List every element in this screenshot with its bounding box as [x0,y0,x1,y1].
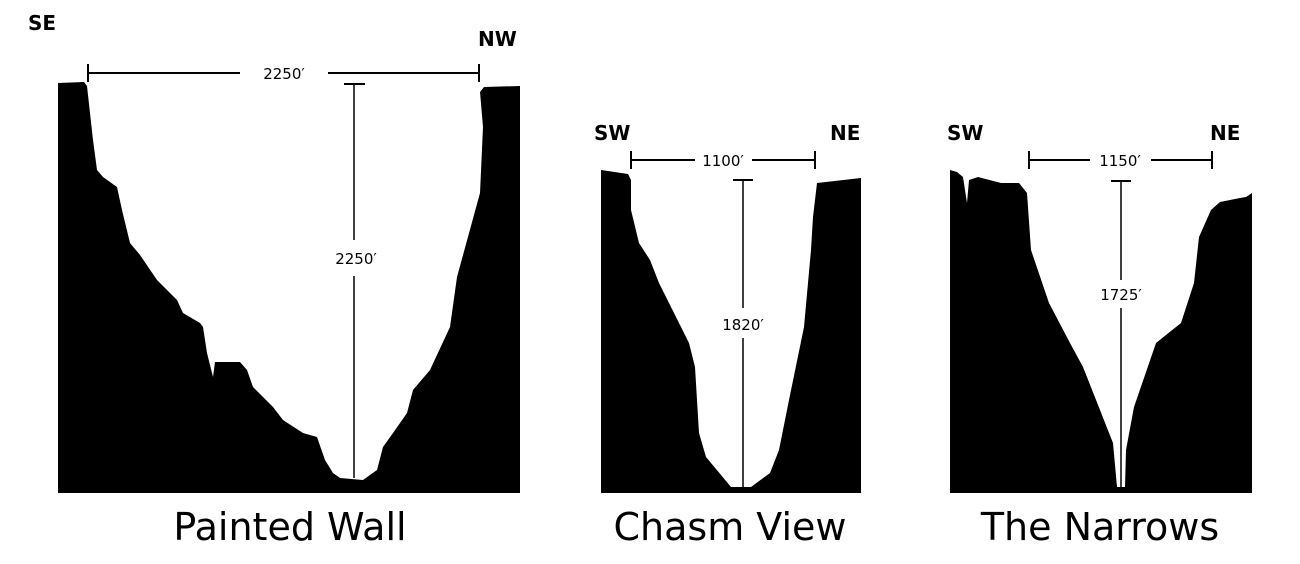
depth-dimension: 1725′ [1100,180,1142,487]
depth-label: 1725′ [1100,286,1142,304]
direction-label-right: NW [478,27,517,51]
width-label: 1150′ [1099,152,1141,170]
direction-label-right: NE [1210,121,1240,145]
profile-painted-wall: SE NW 2250′ 2250′ Painted Wall [28,11,520,549]
canyon-rock-silhouette [601,170,861,493]
direction-label-left: SE [28,11,56,35]
canyon-rock-silhouette [58,82,520,493]
profile-the-narrows: SW NE 1150′ 1725′ The Narrows [947,121,1252,549]
direction-label-left: SW [594,121,630,145]
profile-title: Painted Wall [173,505,406,549]
width-label: 1100′ [702,152,744,170]
depth-label: 2250′ [335,250,377,268]
width-dimension: 2250′ [87,64,480,83]
depth-label: 1820′ [722,316,764,334]
profile-title: The Narrows [980,505,1219,549]
profile-chasm-view: SW NE 1100′ 1820′ Chasm View [594,121,861,549]
width-label: 2250′ [263,65,305,83]
direction-label-right: NE [830,121,860,145]
depth-dimension: 2250′ [335,83,377,478]
depth-dimension: 1820′ [722,179,764,487]
canyon-rock-silhouette [950,170,1252,493]
direction-label-left: SW [947,121,983,145]
profile-title: Chasm View [614,505,847,549]
width-dimension: 1100′ [630,151,816,170]
width-dimension: 1150′ [1028,151,1213,170]
